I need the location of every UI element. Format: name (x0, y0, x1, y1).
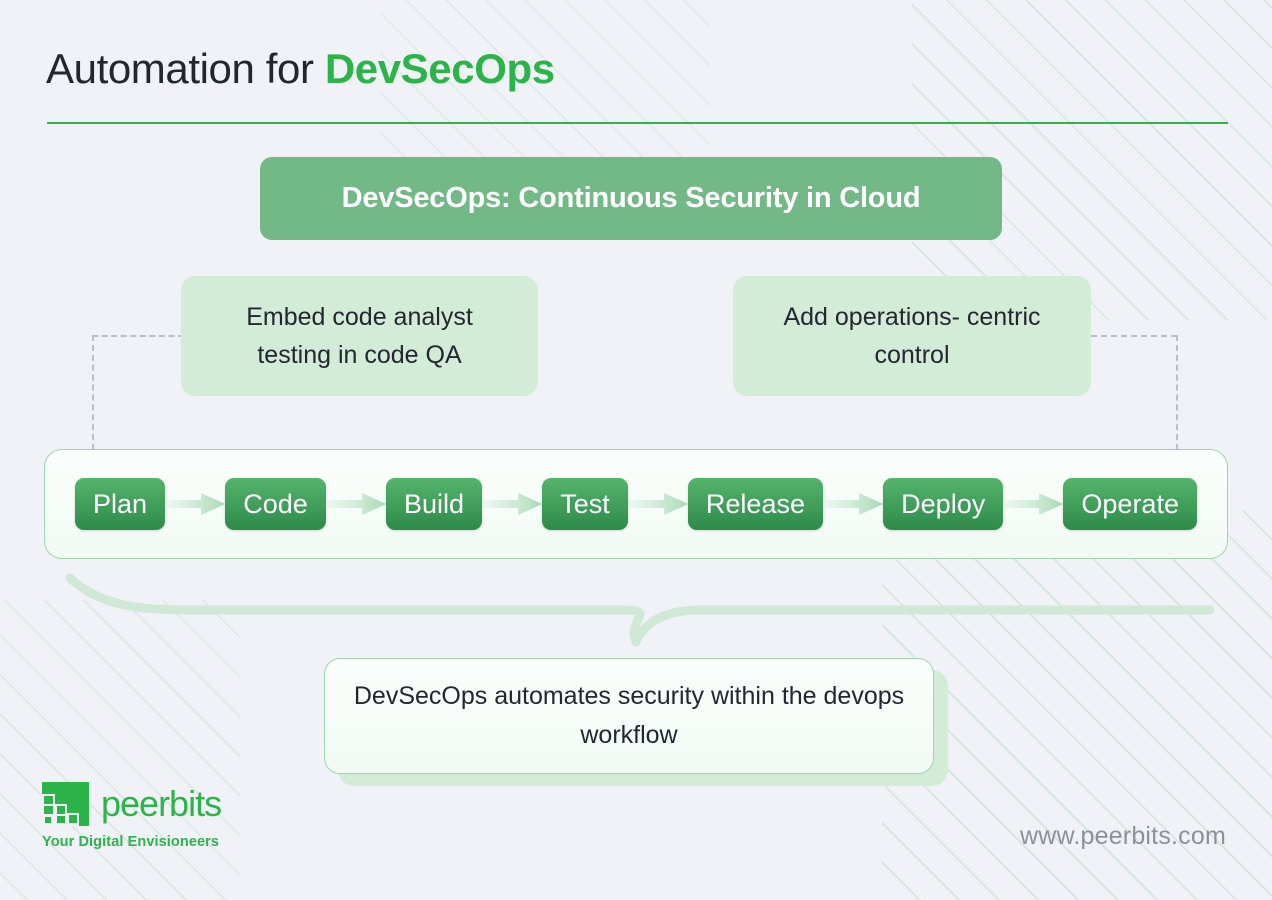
arrow-right-icon-2 (325, 493, 386, 515)
pipeline-stage-deploy-label: Deploy (901, 488, 986, 519)
dashed-connector-right-horizontal (1091, 335, 1177, 337)
brace-connector (60, 572, 1220, 650)
diagonal-hatch-pattern-bottom-left (0, 600, 240, 900)
arrow-right-icon-5 (822, 493, 884, 515)
dashed-connector-left-horizontal (92, 335, 184, 337)
page-title-prefix: Automation for (46, 45, 325, 92)
pipeline-stage-plan-label: Plan (93, 488, 148, 519)
callout-embed-code-analyst-label: Embed code analyst testing in code QA (246, 303, 473, 369)
summary-box-label: DevSecOps automates security within the … (353, 682, 905, 749)
devops-pipeline-container: Plan Code Build (44, 449, 1228, 559)
pipeline-stage-test-label: Test (560, 488, 610, 519)
callout-operations-centric-control-label: Add operations- centric control (783, 303, 1041, 369)
dashed-connector-left-vertical (92, 335, 94, 450)
summary-box: DevSecOps automates security within the … (324, 658, 934, 774)
arrow-right-icon-4 (627, 493, 688, 515)
peerbits-logo-wordmark: peerbits (101, 783, 222, 824)
pipeline-stage-deploy[interactable]: Deploy (883, 478, 1004, 530)
page-title-accent: DevSecOps (324, 45, 555, 92)
title-divider (47, 122, 1228, 124)
banner-heading-label: DevSecOps: Continuous Security in Cloud (341, 182, 921, 214)
pipeline-stage-plan[interactable]: Plan (75, 478, 166, 530)
site-url[interactable]: www.peerbits.com (1019, 822, 1226, 850)
pipeline-stage-test[interactable]: Test (542, 478, 628, 530)
pipeline-stage-build-label: Build (403, 488, 465, 519)
pipeline-stage-build[interactable]: Build (385, 478, 483, 530)
pipeline-stage-release[interactable]: Release (687, 478, 823, 530)
banner-heading: DevSecOps: Continuous Security in Cloud (260, 157, 1002, 240)
pipeline-stage-code[interactable]: Code (225, 478, 326, 530)
arrow-right-icon-1 (165, 493, 226, 515)
arrow-right-icon-3 (482, 493, 543, 515)
arrow-right-icon-6 (1003, 493, 1064, 515)
peerbits-logo-tagline: Your Digital Envisioneers (42, 834, 220, 850)
callout-embed-code-analyst: Embed code analyst testing in code QA (181, 276, 538, 396)
pipeline-stage-release-label: Release (705, 488, 805, 519)
dashed-connector-right-vertical (1176, 335, 1178, 450)
peerbits-logo[interactable]: peerbits Your Digital Envisioneers (42, 782, 222, 850)
page-title: Automation for DevSecOps (46, 42, 555, 96)
pipeline-stage-operate[interactable]: Operate (1063, 478, 1197, 530)
pipeline-stage-code-label: Code (243, 488, 308, 519)
callout-operations-centric-control: Add operations- centric control (733, 276, 1091, 396)
pipeline-stage-operate-label: Operate (1081, 488, 1179, 519)
peerbits-logo-mark-icon (42, 782, 89, 826)
